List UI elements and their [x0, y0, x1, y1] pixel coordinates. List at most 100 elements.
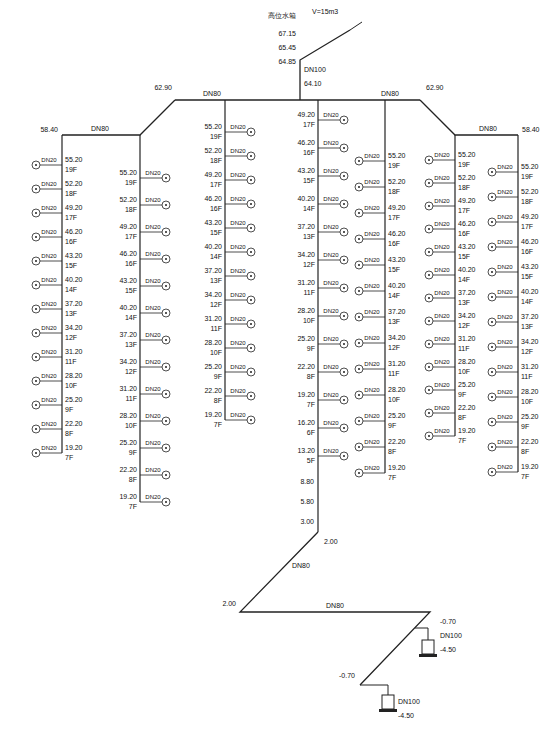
- pipe-label: DN20: [230, 292, 245, 299]
- branch-pipe: [496, 472, 518, 473]
- pipe-label: DN20: [364, 153, 379, 160]
- branch-pipe: [433, 344, 455, 345]
- water-meter: [247, 272, 255, 280]
- pipe-label: DN20: [497, 439, 512, 446]
- pipe-label: DN20: [323, 140, 338, 147]
- water-meter: [355, 157, 363, 165]
- water-meter: [358, 420, 360, 422]
- pipe-label: 9F: [214, 373, 222, 381]
- pipe-label: 55.20: [521, 163, 539, 171]
- water-meter: [358, 368, 360, 370]
- pipe-label: 7F: [458, 437, 466, 445]
- pipe-label: 19.20: [204, 411, 222, 419]
- pipe-label: 31.20: [458, 335, 476, 343]
- water-meter: [355, 365, 363, 373]
- water-meter: [343, 147, 345, 149]
- branch-pipe: [363, 291, 385, 292]
- branch-pipe: [496, 397, 518, 398]
- branch-pipe: [363, 239, 385, 240]
- water-meter: [340, 256, 348, 264]
- water-meter: [250, 395, 252, 397]
- pipe-label: DN80: [91, 125, 109, 133]
- branch-pipe: [225, 348, 247, 349]
- pipe-label: 5F: [307, 457, 315, 465]
- pipe-label: 7F: [129, 503, 137, 511]
- pipe-label: 19F: [125, 179, 137, 187]
- branch-pipe: [363, 161, 385, 162]
- branch-pipe: [225, 252, 247, 253]
- pipe-label: 43.20: [204, 219, 222, 227]
- water-meter: [340, 228, 348, 236]
- pipe-label: 17F: [210, 181, 222, 189]
- pipe-label: 13F: [125, 341, 137, 349]
- main-pipe: [175, 99, 420, 100]
- pipe-label: 46.20: [458, 220, 476, 228]
- branch-pipe: [140, 421, 162, 422]
- pipe-label: DN80: [203, 90, 221, 98]
- branch-pipe: [318, 316, 340, 317]
- branch-pipe: [40, 189, 62, 190]
- branch-pipe: [40, 429, 62, 430]
- pipe-label: 58.40: [522, 126, 540, 134]
- branch-pipe: [363, 343, 385, 344]
- pipe-label: 19F: [458, 161, 470, 169]
- water-meter: [491, 371, 493, 373]
- branch-pipe: [433, 413, 455, 414]
- pipe-label: 28.20: [297, 307, 315, 315]
- pipe-label: 55.20: [388, 152, 406, 160]
- pipe-label: DN80: [292, 562, 310, 570]
- pipe-label: 43.20: [119, 277, 137, 285]
- pipe-label: 10F: [458, 368, 470, 376]
- pump-symbol: [382, 695, 394, 709]
- pipe-label: 31.20: [297, 279, 315, 287]
- pipe-label: DN20: [497, 414, 512, 421]
- pipe-label: 49.20: [388, 204, 406, 212]
- branch-pipe: [318, 148, 340, 149]
- pipe-label: -0.70: [440, 618, 456, 626]
- water-meter: [32, 449, 40, 457]
- pipe-label: 65.45: [278, 44, 296, 52]
- pipe-label: 12F: [388, 344, 400, 352]
- branch-pipe: [363, 369, 385, 370]
- pipe-label: 49.20: [458, 197, 476, 205]
- branch-pipe: [433, 275, 455, 276]
- water-meter: [35, 428, 37, 430]
- pipe-label: 18F: [65, 190, 77, 198]
- pipe-label: 31.20: [204, 315, 222, 323]
- water-meter: [340, 312, 348, 320]
- pipe-label: 14F: [65, 286, 77, 294]
- water-meter: [428, 412, 430, 414]
- water-meter: [247, 368, 255, 376]
- pipe-label: 19F: [388, 162, 400, 170]
- pipe-label: 13F: [303, 233, 315, 241]
- pipe-label: DN20: [434, 359, 449, 366]
- branch-pipe: [363, 421, 385, 422]
- pipe-label: 9F: [521, 423, 529, 431]
- branch-pipe: [496, 272, 518, 273]
- pipe-label: DN20: [41, 205, 56, 212]
- pipe-label: DN20: [434, 198, 449, 205]
- pipe-label: 67.15: [278, 30, 296, 38]
- branch-pipe: [496, 422, 518, 423]
- branch-pipe: [496, 347, 518, 348]
- water-meter: [358, 160, 360, 162]
- pipe-label: 16F: [303, 149, 315, 157]
- water-meter: [340, 172, 348, 180]
- water-meter: [32, 209, 40, 217]
- pipe-label: 13F: [521, 323, 533, 331]
- pipe-label: 31.20: [65, 348, 83, 356]
- pipe-label: 17F: [125, 233, 137, 241]
- pipe-label: 34.20: [204, 291, 222, 299]
- water-meter: [491, 346, 493, 348]
- pipe-label: 10F: [210, 349, 222, 357]
- branch-pipe: [140, 502, 162, 503]
- pipe-label: 52.20: [388, 178, 406, 186]
- pipe-label: 9F: [65, 406, 73, 414]
- pipe-label: DN20: [323, 420, 338, 427]
- pipe-label: DN20: [434, 382, 449, 389]
- branch-pipe: [225, 228, 247, 229]
- branch-pipe: [140, 286, 162, 287]
- water-meter: [343, 175, 345, 177]
- pipe-label: 16.20: [297, 419, 315, 427]
- water-meter: [165, 204, 167, 206]
